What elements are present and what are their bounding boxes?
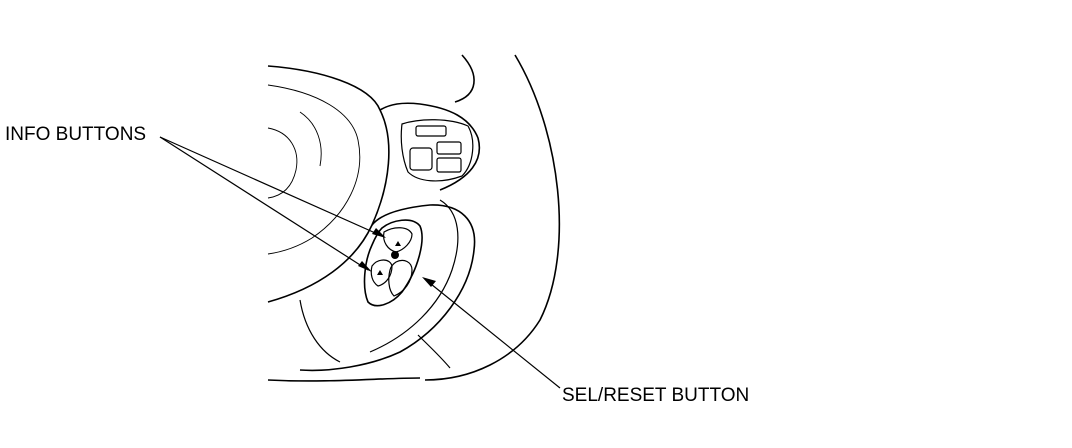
hub-inner-arc: [267, 84, 361, 255]
sel-reset-arrowhead: [422, 277, 436, 287]
info-leader-2: [159, 136, 369, 271]
hub-outline: [267, 65, 390, 303]
wheel-rim-outer: [424, 54, 561, 381]
rim-spoke-join: [417, 334, 451, 369]
switch-button-2: [409, 147, 433, 171]
upper-switch-panel: [400, 119, 474, 182]
hub-contour-1: [267, 127, 298, 199]
lower-switch-panel: [363, 219, 423, 307]
switch-button-1: [415, 125, 447, 137]
switch-button-4: [436, 157, 462, 173]
sel-reset-button: [388, 259, 413, 297]
spoke-lower-inner: [369, 199, 459, 353]
info-button-down-arrow: [377, 270, 383, 275]
spoke-upper: [379, 102, 481, 191]
switch-button-3: [436, 141, 462, 155]
wheel-rim-lower: [267, 377, 421, 382]
hub-contour-2: [299, 111, 322, 167]
wheel-rim-inner: [454, 54, 475, 103]
info-leader-1: [159, 136, 383, 237]
sel-reset-button-label: SEL/RESET BUTTON: [562, 385, 750, 406]
sel-reset-knob: [391, 251, 399, 259]
info-button-up: [383, 227, 413, 253]
sel-reset-leader: [425, 279, 561, 389]
info-button-down: [370, 259, 393, 287]
info-arrowhead-1: [372, 228, 386, 238]
spoke-lower: [299, 204, 476, 372]
spoke-bottom-curve: [299, 299, 341, 363]
info-buttons-label: INFO BUTTONS: [5, 124, 147, 145]
info-arrowhead-2: [358, 261, 372, 272]
info-button-up-arrow: [395, 241, 401, 246]
